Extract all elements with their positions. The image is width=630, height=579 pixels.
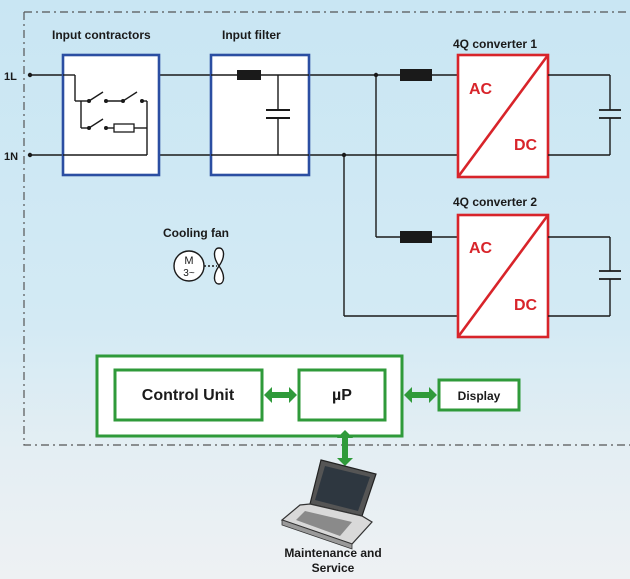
converter1-block: AC DC — [456, 53, 621, 179]
motor-m-label: M — [184, 255, 193, 267]
cooling-fan: M 3~ — [173, 247, 225, 285]
input-contactors-block — [61, 53, 161, 177]
input-contactors-label: Input contractors — [52, 28, 151, 42]
terminal-1l-label: 1L — [4, 71, 17, 83]
microprocessor-box — [297, 368, 387, 422]
converter2-block: AC DC — [456, 213, 621, 339]
arrow-control-to-laptop — [337, 430, 353, 466]
arrow-control-to-display — [404, 387, 437, 403]
converter2-label: 4Q converter 2 — [453, 195, 537, 209]
motor-phase-label: 3~ — [183, 268, 195, 279]
maintenance-label-line2: Service — [312, 561, 355, 575]
enclosure-border — [23, 11, 630, 446]
input-filter-block — [209, 53, 311, 177]
laptop-icon — [280, 459, 377, 550]
control-unit-box — [113, 368, 264, 422]
converter1-label: 4Q converter 1 — [453, 37, 537, 51]
converter1-choke — [400, 69, 432, 81]
microprocessor-label: µP — [332, 387, 352, 404]
fan-icon — [213, 247, 225, 285]
maintenance-label-line1: Maintenance and — [284, 546, 381, 560]
control-unit-label: Control Unit — [142, 387, 235, 404]
display-box — [437, 378, 521, 412]
display-label: Display — [458, 389, 501, 403]
main-wiring — [30, 72, 458, 317]
converter1-dc-label: DC — [514, 137, 538, 154]
input-filter-label: Input filter — [222, 28, 281, 42]
control-system: Control Unit µP Display — [95, 354, 521, 438]
arrow-control-to-up — [264, 387, 297, 403]
converter2-ac-label: AC — [469, 240, 493, 257]
converter2-dc-label: DC — [514, 297, 538, 314]
converter1-ac-label: AC — [469, 81, 493, 98]
converter2-choke — [400, 231, 432, 243]
terminal-1n-label: 1N — [4, 151, 18, 163]
cooling-fan-label: Cooling fan — [163, 226, 229, 240]
